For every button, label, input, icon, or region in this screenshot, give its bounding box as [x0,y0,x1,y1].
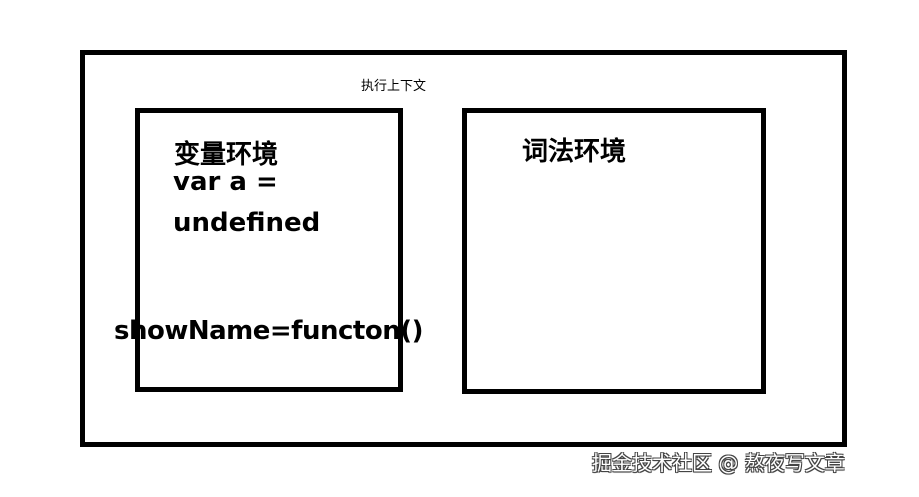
variable-environment-box [135,108,403,392]
variable-value-line: undefined [173,208,321,238]
lexical-environment-title: 词法环境 [522,137,627,167]
function-declaration-line: showName=functon() [114,316,424,346]
lexical-environment-box [462,108,766,394]
execution-context-label: 执行上下文 [361,79,427,94]
variable-declaration-line: var a = [173,167,278,197]
watermark: 掘金技术社区 @ 熬夜写文章 [592,451,845,475]
execution-context-box [80,50,847,447]
variable-environment-title: 变量环境 [174,140,279,170]
